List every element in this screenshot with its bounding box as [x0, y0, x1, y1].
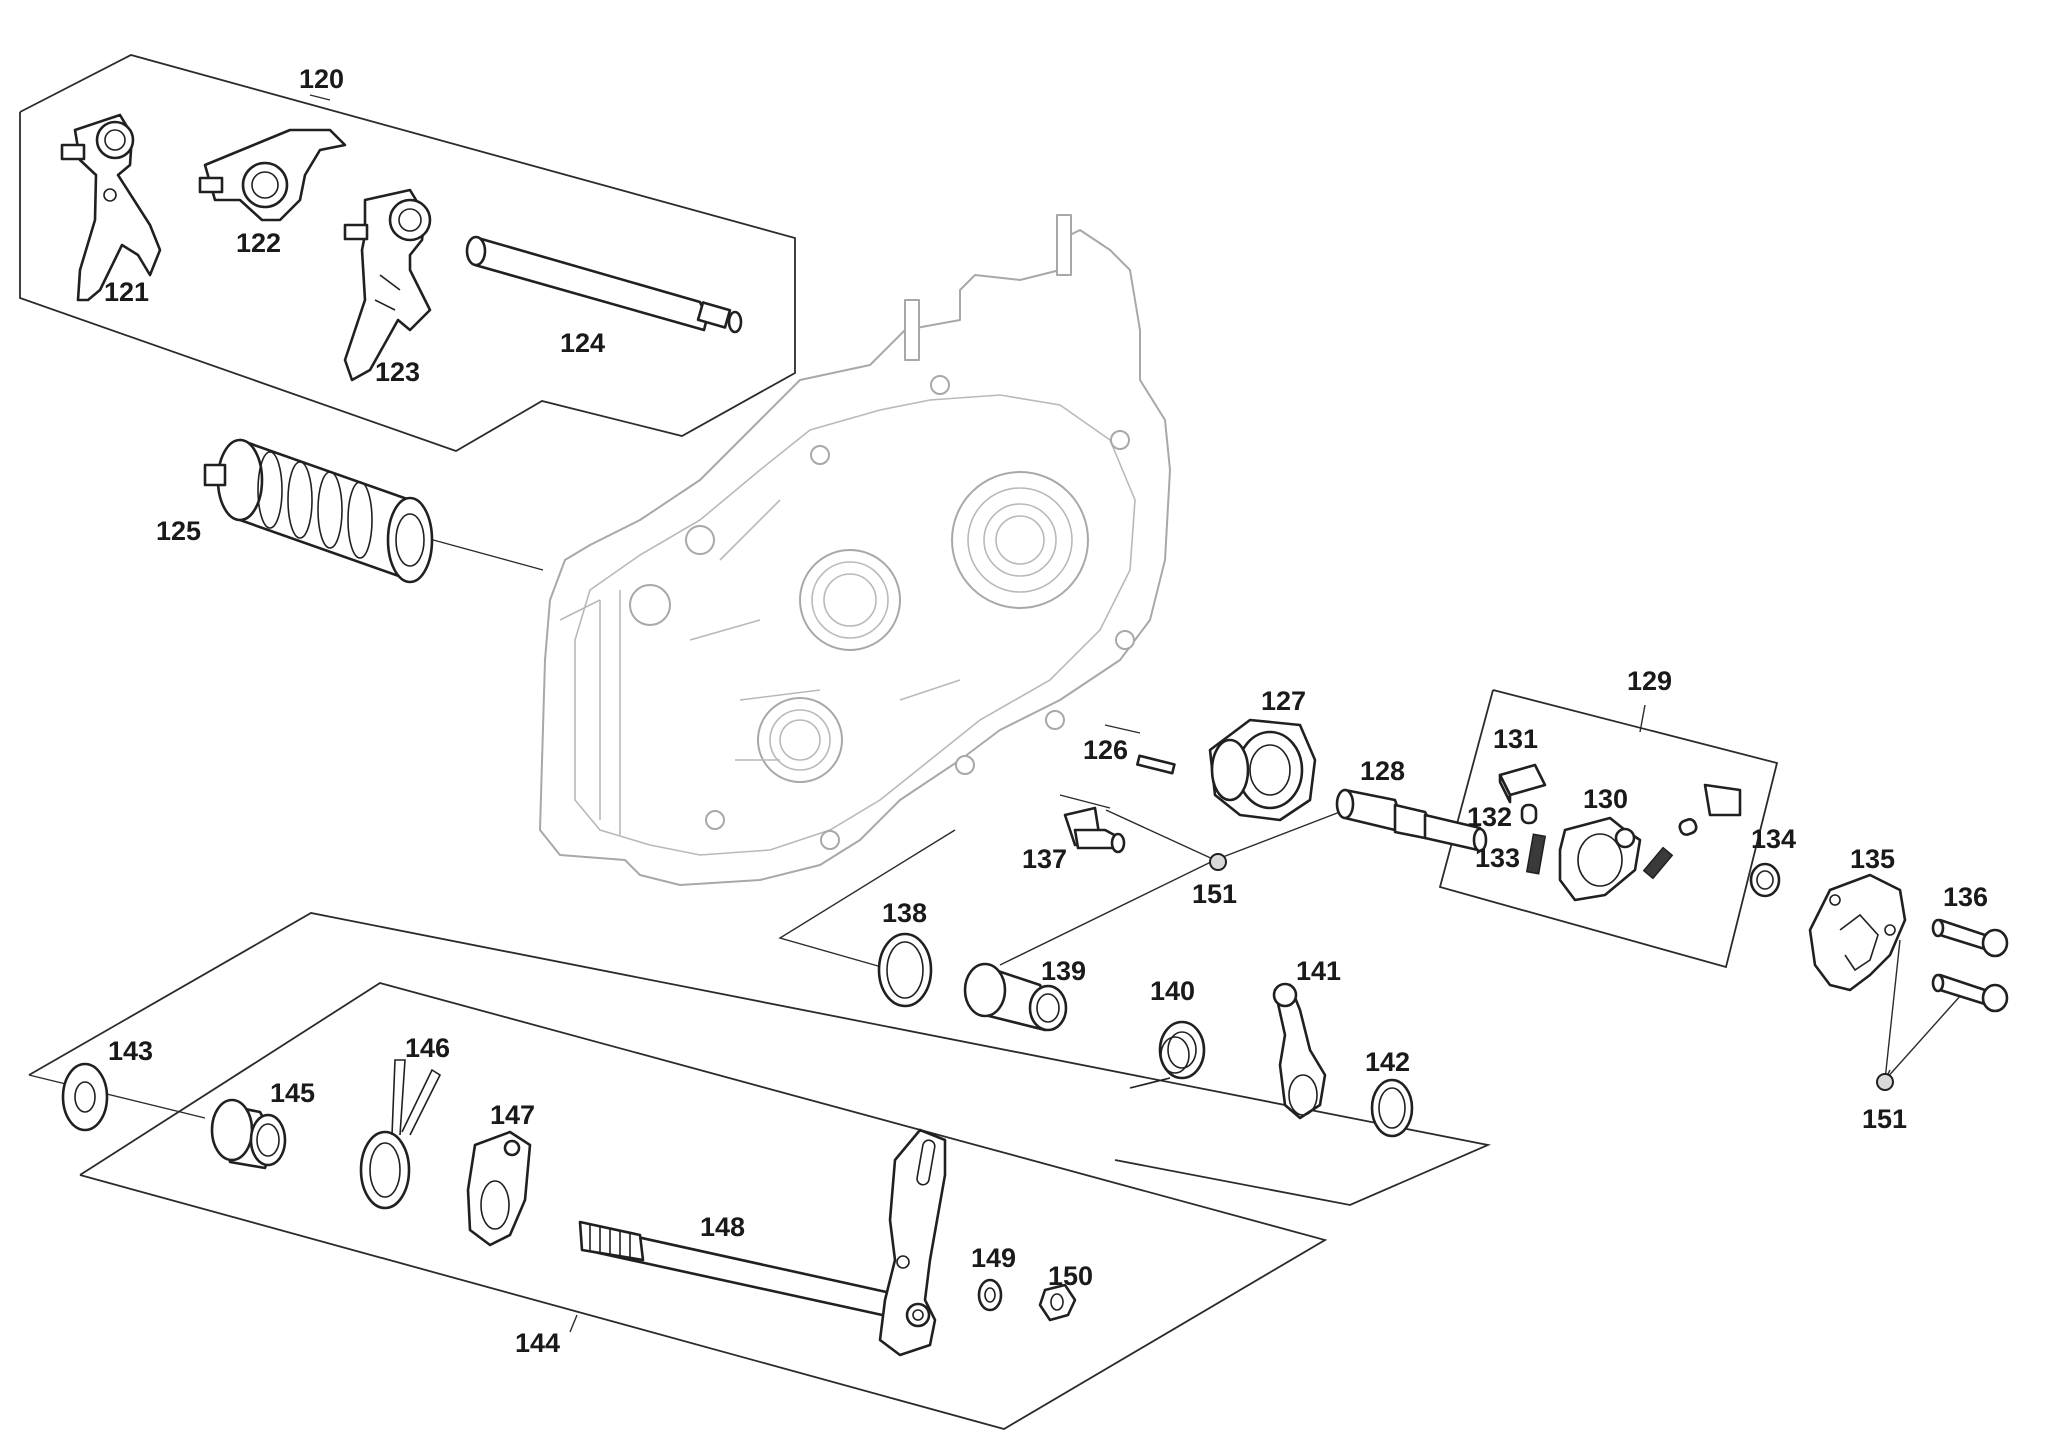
label-151-b: 151	[1862, 1104, 1907, 1134]
return-spring-146	[359, 1059, 442, 1210]
label-129: 129	[1627, 666, 1672, 696]
label-151-a: 151	[1192, 879, 1237, 909]
label-130: 130	[1583, 784, 1628, 814]
pawl-right	[1703, 783, 1742, 817]
shift-shaft-148	[578, 1128, 947, 1357]
label-147: 147	[490, 1100, 535, 1130]
ball-151-a	[1209, 853, 1227, 871]
guide-plate-135	[1808, 873, 1907, 992]
label-122: 122	[236, 228, 281, 258]
pin-right	[1678, 818, 1698, 836]
case-leader-lines	[414, 534, 1971, 1081]
lever-141	[1272, 982, 1327, 1120]
label-140: 140	[1150, 976, 1195, 1006]
bushing-139	[963, 962, 1068, 1032]
pin-132	[1520, 803, 1538, 825]
label-132: 132	[1467, 802, 1512, 832]
bolt-136-a	[1931, 918, 2009, 958]
o-ring-138	[877, 932, 933, 1008]
label-131: 131	[1493, 724, 1538, 754]
label-135: 135	[1850, 844, 1895, 874]
group-frame-lower-outer	[28, 912, 1492, 1206]
label-143: 143	[108, 1036, 153, 1066]
label-127: 127	[1261, 686, 1306, 716]
guide-147	[466, 1130, 532, 1247]
spring-right	[1642, 846, 1674, 880]
torsion-spring-140	[1129, 1020, 1206, 1089]
label-126: 126	[1083, 735, 1128, 765]
pawl-131	[1498, 763, 1547, 804]
label-136: 136	[1943, 882, 1988, 912]
shift-fork-121	[60, 113, 162, 302]
label-137: 137	[1022, 844, 1067, 874]
group-frame-144	[79, 982, 1328, 1430]
group-frame-129	[1438, 689, 1779, 969]
label-125: 125	[156, 516, 201, 546]
label-123: 123	[375, 357, 420, 387]
shift-star-127	[1208, 718, 1317, 822]
washer-143	[61, 1062, 109, 1132]
bolt-136-b	[1931, 973, 2009, 1013]
label-120: 120	[299, 64, 344, 94]
fork-shaft-124	[465, 235, 743, 334]
label-134: 134	[1751, 824, 1796, 854]
circlip-142	[1370, 1078, 1414, 1138]
washer-149	[977, 1278, 1003, 1312]
label-121: 121	[104, 277, 149, 307]
pin-126	[1136, 754, 1176, 775]
label-146: 146	[405, 1033, 450, 1063]
label-150: 150	[1048, 1261, 1093, 1291]
label-141: 141	[1296, 956, 1341, 986]
stud-bolt-128	[1335, 788, 1488, 853]
label-133: 133	[1475, 843, 1520, 873]
label-149: 149	[971, 1243, 1016, 1273]
bushing-134	[1749, 862, 1781, 898]
shift-fork-123	[343, 188, 432, 382]
label-124: 124	[560, 328, 605, 358]
shift-fork-122	[198, 128, 347, 222]
label-148: 148	[700, 1212, 745, 1242]
label-144: 144	[515, 1328, 560, 1358]
shift-drum-125	[203, 438, 434, 584]
label-138: 138	[882, 898, 927, 928]
nut-150	[1038, 1283, 1077, 1322]
label-128: 128	[1360, 756, 1405, 786]
shift-pawl-carrier-130	[1558, 816, 1642, 902]
label-142: 142	[1365, 1047, 1410, 1077]
screw-137	[1063, 806, 1126, 854]
spring-133	[1525, 833, 1547, 875]
ball-151-b	[1876, 1073, 1894, 1091]
group-frame-120	[19, 54, 796, 452]
bushing-145	[210, 1098, 287, 1170]
label-145: 145	[270, 1078, 315, 1108]
label-139: 139	[1041, 956, 1086, 986]
crankcase-half	[539, 214, 1171, 886]
